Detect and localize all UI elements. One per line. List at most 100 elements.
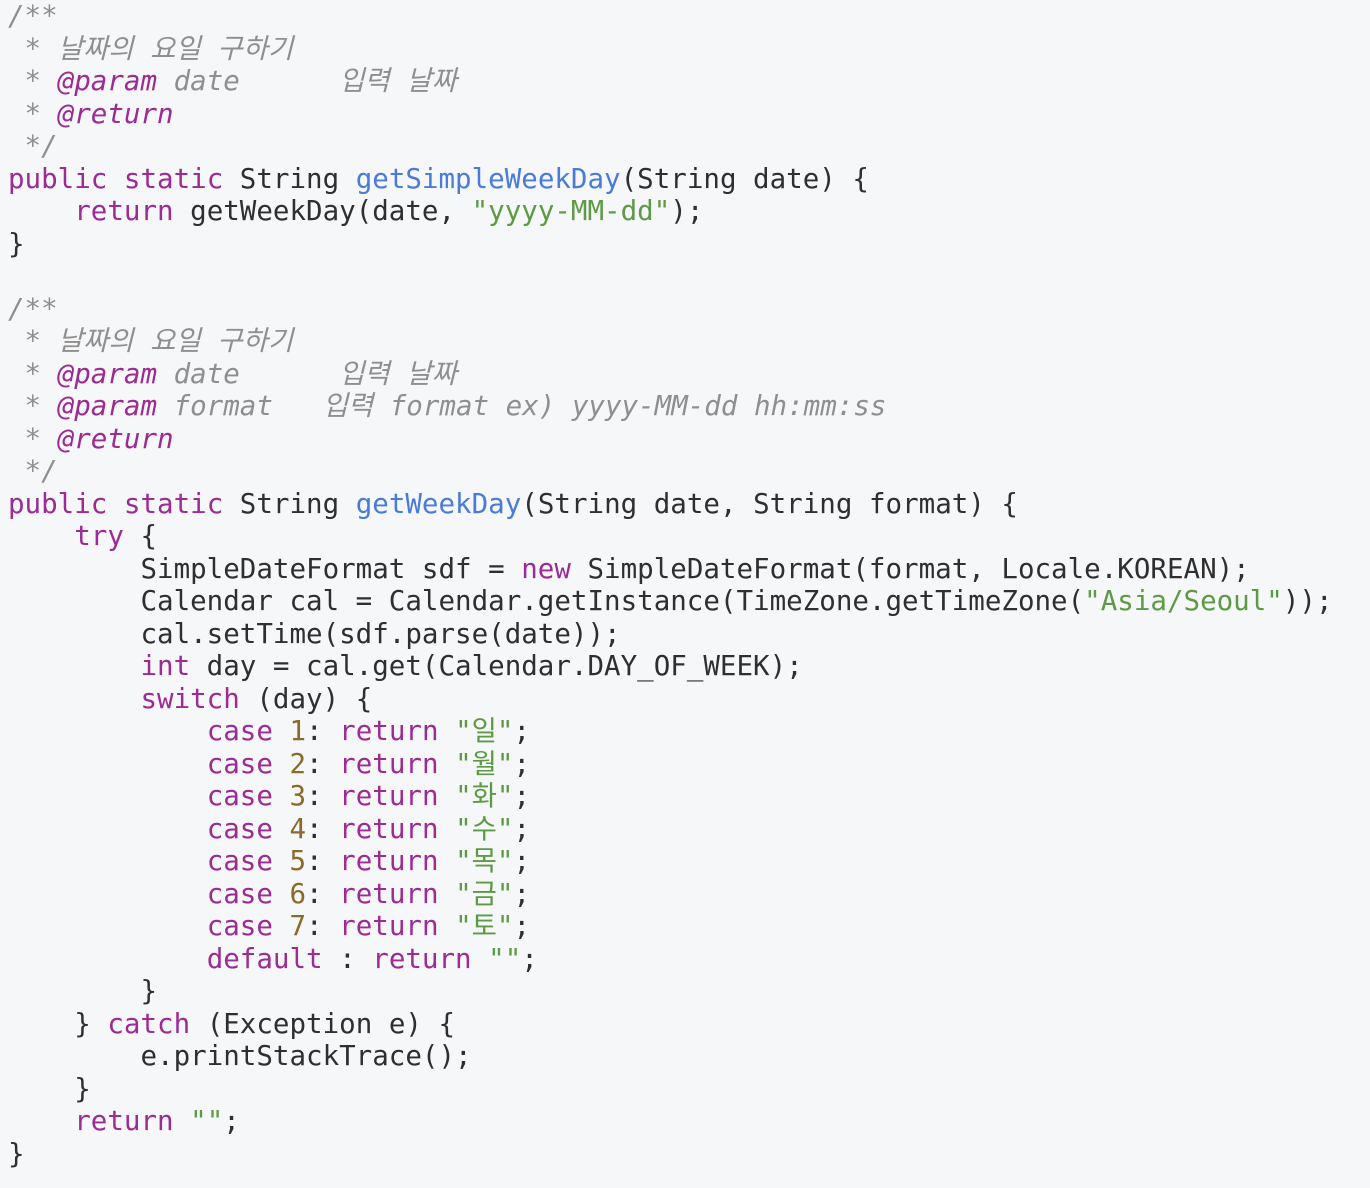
- code-token-plain: [8, 943, 207, 975]
- code-token-plain: [8, 780, 207, 812]
- code-token-kw: switch: [140, 682, 240, 715]
- code-token-str: "yyyy-MM-dd": [471, 195, 671, 227]
- code-token-plain: [174, 1105, 191, 1137]
- code-token-kw: int: [140, 650, 191, 682]
- code-line: [8, 260, 1333, 293]
- code-token-tag: @param: [57, 357, 158, 390]
- code-line: }: [8, 1138, 1333, 1171]
- code-line: }: [8, 975, 1333, 1008]
- code-token-plain: ;: [513, 747, 531, 780]
- code-token-comment: */: [8, 455, 58, 487]
- code-token-str: "": [190, 1105, 224, 1137]
- code-token-kw: return: [339, 845, 439, 877]
- code-token-comment: * 날짜의 요일 구하기: [8, 325, 294, 357]
- code-token-comment: /**: [8, 0, 58, 32]
- code-token-kw: return: [339, 747, 439, 780]
- code-line: }: [8, 228, 1333, 261]
- code-line: * 날짜의 요일 구하기: [8, 33, 1333, 66]
- code-line: public static String getSimpleWeekDay(St…: [8, 163, 1333, 196]
- code-token-plain: }: [8, 227, 25, 260]
- code-token-plain: [8, 910, 207, 942]
- code-line: }: [8, 1073, 1333, 1106]
- code-token-tag: @return: [57, 97, 174, 130]
- code-line: case 7: return "토";: [8, 910, 1333, 943]
- code-token-str: "토": [455, 910, 514, 942]
- code-token-plain: }: [8, 975, 158, 1007]
- code-token-kw: case: [206, 715, 273, 747]
- code-token-plain: ;: [223, 1105, 240, 1137]
- code-line: * @return: [8, 423, 1333, 456]
- code-token-kw: case: [206, 812, 273, 845]
- code-token-plain: {: [123, 520, 158, 552]
- code-token-plain: ;: [513, 780, 531, 812]
- code-token-kw: static: [123, 162, 224, 195]
- code-token-plain: [273, 910, 290, 942]
- code-token-plain: :: [306, 780, 340, 812]
- code-token-plain: String: [223, 487, 356, 520]
- code-line: * @return: [8, 98, 1333, 131]
- code-token-fn: getWeekDay: [355, 487, 522, 520]
- code-token-comment: date 입력 날짜: [157, 65, 457, 97]
- code-token-kw: case: [206, 845, 273, 877]
- code-token-kw: case: [206, 910, 273, 942]
- code-line: case 1: return "일";: [8, 715, 1333, 748]
- code-token-kw: new: [521, 552, 571, 585]
- code-line: /**: [8, 0, 1333, 33]
- code-token-plain: [8, 748, 207, 780]
- code-token-num: 1: [289, 715, 307, 747]
- code-token-comment: *: [8, 422, 58, 455]
- code-token-plain: :: [306, 715, 340, 747]
- code-line: } catch (Exception e) {: [8, 1008, 1333, 1041]
- code-token-num: 4: [289, 812, 307, 845]
- code-token-plain: ;: [513, 910, 531, 942]
- code-token-plain: [439, 813, 456, 845]
- code-line: case 5: return "목";: [8, 845, 1333, 878]
- code-token-num: 6: [289, 877, 307, 910]
- code-token-kw: return: [339, 715, 439, 747]
- code-token-plain: :: [306, 747, 340, 780]
- code-token-plain: cal.setTime(sdf.parse(date));: [8, 617, 621, 650]
- code-token-kw: try: [74, 520, 124, 552]
- code-line: return "";: [8, 1105, 1333, 1138]
- code-token-plain: ;: [513, 877, 531, 910]
- code-token-comment: *: [8, 390, 58, 422]
- code-token-plain: [107, 163, 124, 195]
- code-line: case 2: return "월";: [8, 748, 1333, 781]
- code-token-plain: [273, 813, 290, 845]
- code-line: case 6: return "금";: [8, 878, 1333, 911]
- code-token-plain: :: [322, 942, 373, 975]
- code-line: case 3: return "화";: [8, 780, 1333, 813]
- code-line: */: [8, 455, 1333, 488]
- code-token-plain: [273, 748, 290, 780]
- code-token-num: 7: [289, 910, 307, 942]
- code-token-plain: e.printStackTrace();: [8, 1040, 472, 1072]
- code-token-plain: getWeekDay(date,: [173, 195, 472, 227]
- code-token-plain: [8, 813, 207, 845]
- code-token-comment: *: [8, 65, 58, 97]
- code-token-comment: *: [8, 357, 58, 390]
- code-token-plain: SimpleDateFormat(format, Locale.KOREAN);: [570, 552, 1250, 585]
- code-line: * @param format 입력 format ex) yyyy-MM-dd…: [8, 390, 1333, 423]
- code-block: /** * 날짜의 요일 구하기 * @param date 입력 날짜 * @…: [8, 0, 1333, 1170]
- code-token-num: 5: [289, 845, 307, 877]
- code-token-kw: case: [206, 747, 273, 780]
- code-token-plain: [8, 520, 74, 552]
- code-token-plain: }: [8, 1072, 91, 1105]
- code-token-kw: case: [206, 780, 273, 812]
- code-token-plain: [8, 650, 140, 682]
- code-token-str: "수": [455, 812, 514, 845]
- code-token-num: 3: [289, 780, 307, 812]
- code-token-plain: ;: [521, 942, 538, 975]
- code-token-tag: @param: [57, 65, 158, 97]
- code-token-kw: return: [339, 877, 439, 910]
- code-token-plain: [439, 910, 456, 942]
- code-token-plain: [472, 943, 489, 975]
- code-token-plain: ));: [1282, 585, 1333, 617]
- code-line: try {: [8, 520, 1333, 553]
- code-line: Calendar cal = Calendar.getInstance(Time…: [8, 585, 1333, 618]
- code-token-plain: [107, 488, 124, 520]
- code-line: int day = cal.get(Calendar.DAY_OF_WEEK);: [8, 650, 1333, 683]
- code-token-str: "화": [455, 780, 514, 812]
- code-token-plain: [439, 878, 456, 910]
- code-token-kw: return: [339, 780, 439, 812]
